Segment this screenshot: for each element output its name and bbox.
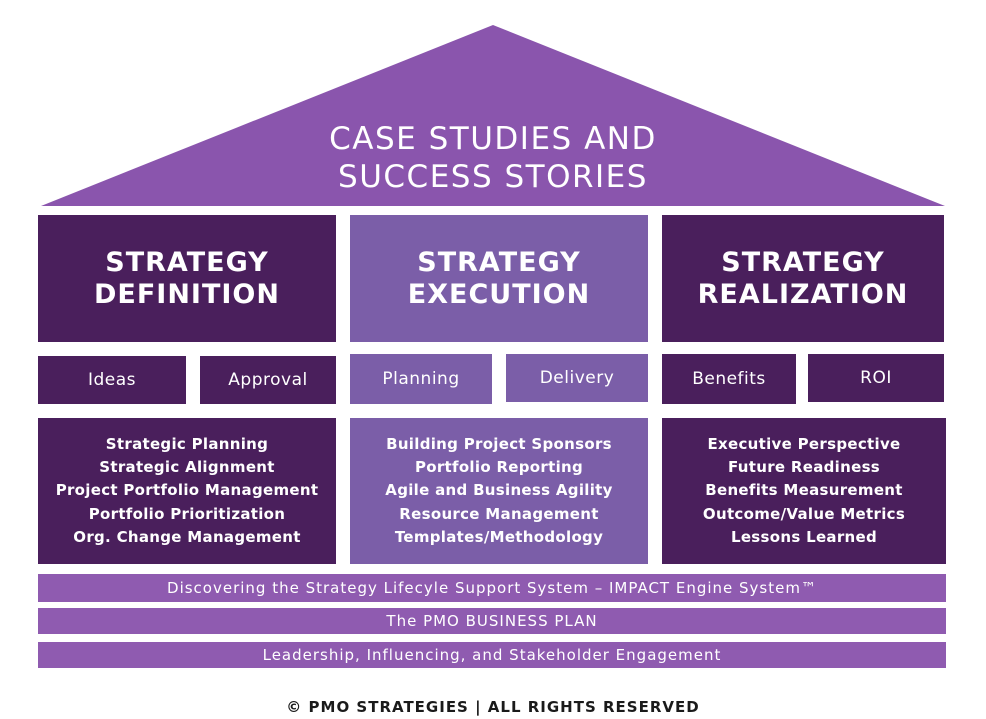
sub-box-approval: Approval (200, 356, 336, 404)
roof-title: CASE STUDIES AND SUCCESS STORIES (250, 118, 736, 198)
list-item: Building Project Sponsors (386, 434, 612, 453)
pillar-strategy-definition: STRATEGY DEFINITION (38, 215, 336, 342)
list-item: Project Portfolio Management (55, 481, 319, 500)
list-item: Strategic Planning (105, 434, 269, 453)
band-pmo-business-plan: The PMO BUSINESS PLAN (38, 608, 946, 634)
roof-title-line2: SUCCESS STORIES (338, 159, 648, 195)
sub-label: Delivery (539, 368, 615, 388)
roof-triangle (41, 25, 945, 206)
sub-label: Benefits (692, 369, 766, 389)
sub-box-delivery: Delivery (506, 354, 648, 402)
list-item: Org. Change Management (73, 527, 301, 546)
band-label: The PMO BUSINESS PLAN (386, 612, 598, 630)
sub-label: Approval (228, 370, 308, 390)
roof-title-line1: CASE STUDIES AND (329, 121, 657, 157)
list-item: Benefits Measurement (705, 481, 903, 500)
pillar-title-line2: REALIZATION (697, 278, 909, 310)
pillar-title-line1: STRATEGY (417, 246, 581, 278)
pillar-list-definition: Strategic Planning Strategic Alignment P… (38, 418, 336, 564)
list-item: Resource Management (399, 504, 599, 523)
pillar-title-line2: DEFINITION (93, 278, 280, 310)
band-lifecycle-support-system: Discovering the Strategy Lifecyle Suppor… (38, 574, 946, 602)
sub-box-planning: Planning (350, 354, 492, 404)
sub-label: Planning (382, 369, 460, 389)
pillar-list-execution: Building Project Sponsors Portfolio Repo… (350, 418, 648, 564)
list-item: Portfolio Reporting (414, 458, 584, 477)
list-item: Agile and Business Agility (385, 481, 613, 500)
list-item: Outcome/Value Metrics (702, 504, 906, 523)
band-label: Discovering the Strategy Lifecyle Suppor… (167, 579, 817, 597)
pillar-title-line1: STRATEGY (105, 246, 269, 278)
band-leadership: Leadership, Influencing, and Stakeholder… (38, 642, 946, 668)
sub-label: Ideas (87, 370, 137, 390)
pillar-strategy-realization: STRATEGY REALIZATION (662, 215, 944, 342)
sub-box-roi: ROI (808, 354, 944, 402)
band-label: Leadership, Influencing, and Stakeholder… (262, 646, 722, 664)
list-item: Future Readiness (727, 458, 881, 477)
list-item: Templates/Methodology (394, 527, 604, 546)
pillar-title-line1: STRATEGY (721, 246, 885, 278)
list-item: Executive Perspective (707, 434, 901, 453)
list-item: Strategic Alignment (99, 458, 275, 477)
pillar-strategy-execution: STRATEGY EXECUTION (350, 215, 648, 342)
sub-label: ROI (860, 368, 892, 388)
sub-box-ideas: Ideas (38, 356, 186, 404)
list-item: Portfolio Prioritization (88, 504, 286, 523)
pillar-title-line2: EXECUTION (407, 278, 591, 310)
copyright-footer: © PMO STRATEGIES | ALL RIGHTS RESERVED (286, 698, 700, 716)
pillar-list-realization: Executive Perspective Future Readiness B… (662, 418, 946, 564)
sub-box-benefits: Benefits (662, 354, 796, 404)
list-item: Lessons Learned (730, 527, 878, 546)
